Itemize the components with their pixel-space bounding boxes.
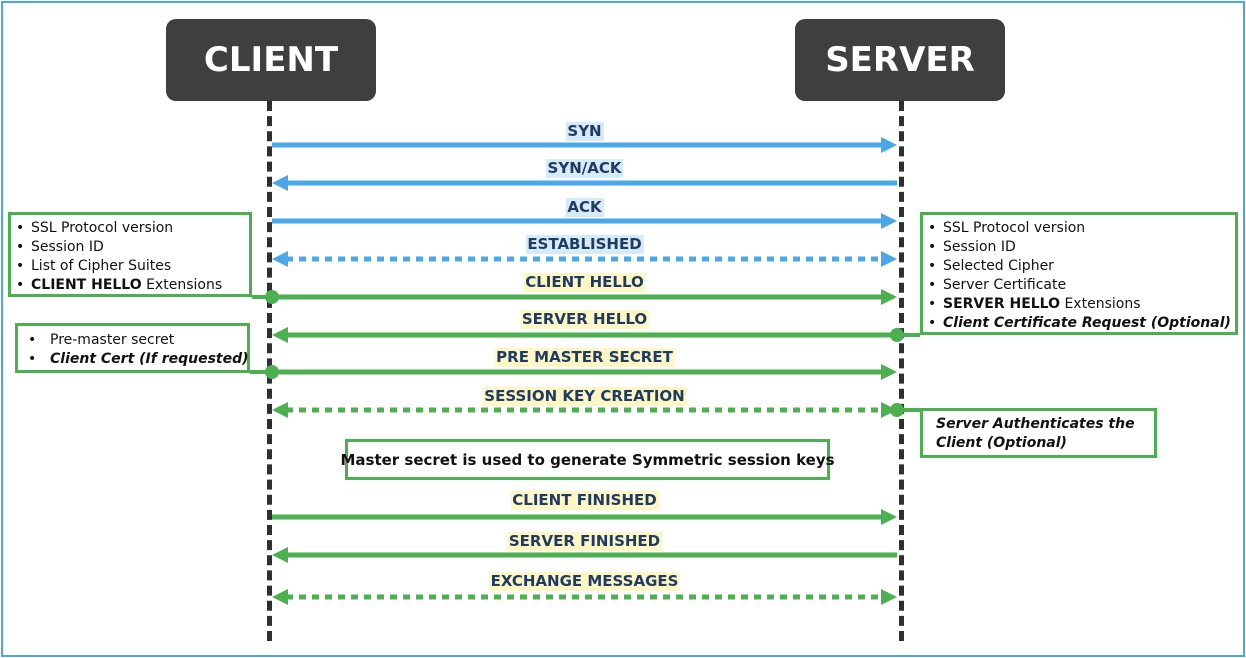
arrowhead (881, 589, 897, 605)
arrowhead (881, 251, 897, 267)
note-item: List of Cipher Suites (11, 257, 249, 276)
arrowhead (272, 327, 288, 343)
note-item: CLIENT HELLO Extensions (11, 276, 249, 295)
arrowhead (881, 402, 897, 418)
server-lifeline (899, 101, 904, 641)
message-label: CLIENT FINISHED (510, 491, 659, 510)
message-label: ESTABLISHED (525, 235, 644, 254)
message-label: SESSION KEY CREATION (482, 387, 687, 406)
message-label: PRE MASTER SECRET (494, 348, 675, 367)
note-item: Pre-master secret (18, 331, 247, 350)
arrowhead (881, 289, 897, 305)
note-item: Session ID (923, 238, 1235, 257)
note-item: Selected Cipher (923, 257, 1235, 276)
note-item: SSL Protocol version (923, 219, 1235, 238)
note-item: Client Cert (If requested) (18, 350, 249, 369)
arrowhead (272, 175, 288, 191)
arrowhead (272, 589, 288, 605)
arrowhead (272, 402, 288, 418)
client-actor-label: CLIENT (203, 40, 339, 80)
server-auth-line: Server Authenticates the (936, 416, 1135, 432)
master-secret-note: Master secret is used to generate Symmet… (340, 439, 835, 480)
note-item: Session ID (11, 238, 249, 257)
arrowhead (881, 509, 897, 525)
message-label: SERVER FINISHED (506, 532, 663, 551)
arrowhead (272, 251, 288, 267)
message-label: SYN/ACK (545, 159, 624, 178)
arrowhead (881, 364, 897, 380)
client-hello-note: SSL Protocol version Session ID List of … (8, 212, 252, 297)
server-actor-label: SERVER (825, 40, 975, 80)
note-item: SERVER HELLO Extensions (923, 295, 1235, 314)
master-secret-text: Master secret is used to generate Symmet… (340, 450, 835, 469)
premaster-note: Pre-master secret Client Cert (If reques… (15, 323, 250, 373)
note-item: Client Certificate Request (Optional) (923, 314, 1235, 333)
note-item: SSL Protocol version (11, 219, 249, 238)
client-actor-box: CLIENT (166, 19, 376, 101)
arrowhead (881, 137, 897, 153)
message-label: CLIENT HELLO (523, 273, 646, 292)
message-label: EXCHANGE MESSAGES (488, 572, 681, 591)
message-label: ACK (565, 198, 604, 217)
server-hello-note: SSL Protocol version Session ID Selected… (920, 212, 1238, 335)
message-label: SERVER HELLO (519, 310, 650, 329)
arrowhead (272, 547, 288, 563)
server-auth-line: Client (Optional) (936, 435, 1067, 451)
server-auth-note: Server Authenticates the Client (Optiona… (920, 408, 1157, 458)
message-label: SYN (565, 122, 604, 141)
server-actor-box: SERVER (795, 19, 1005, 101)
note-item: Server Certificate (923, 276, 1235, 295)
arrowhead (881, 213, 897, 229)
